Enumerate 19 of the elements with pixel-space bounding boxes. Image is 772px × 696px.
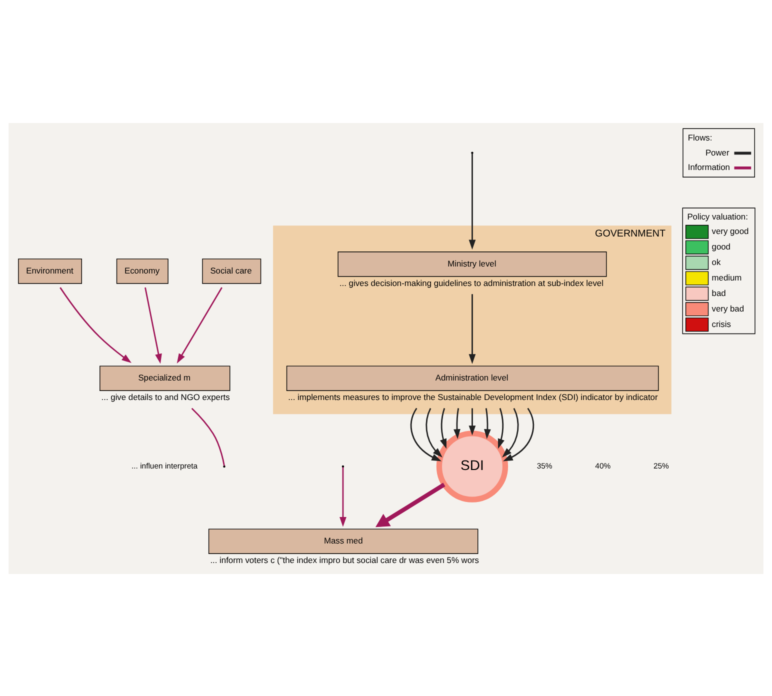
legend-label: very good [712,226,749,236]
legend-label: good [712,241,730,252]
legend-label: Information [688,162,730,172]
legend-label: ok [712,256,721,266]
label: 25% [653,460,669,470]
legend-label: bad [712,287,726,298]
label: Flows: [688,132,712,142]
node-label: ... give details to and NGO experts [101,392,230,402]
node-label: ... gives decision-making guidelines to administration at sub-index level [339,278,604,288]
node-label: ... implements measures to improve the Sustainable Development Index (SDI) indicator by indicator [288,392,658,402]
legend-label: Power [705,146,730,157]
label: 40% [595,460,611,470]
node-label: ... inform voters c ("the index impro but social care dr was even 5% wors [210,554,480,565]
label: 35% [536,460,552,470]
legend-label: medium [712,272,742,282]
label: ... influen interpreta [132,460,198,470]
label: Policy valuation: [687,210,748,221]
legend-label: very bad [712,302,744,313]
legend-label: crisis [712,318,731,328]
